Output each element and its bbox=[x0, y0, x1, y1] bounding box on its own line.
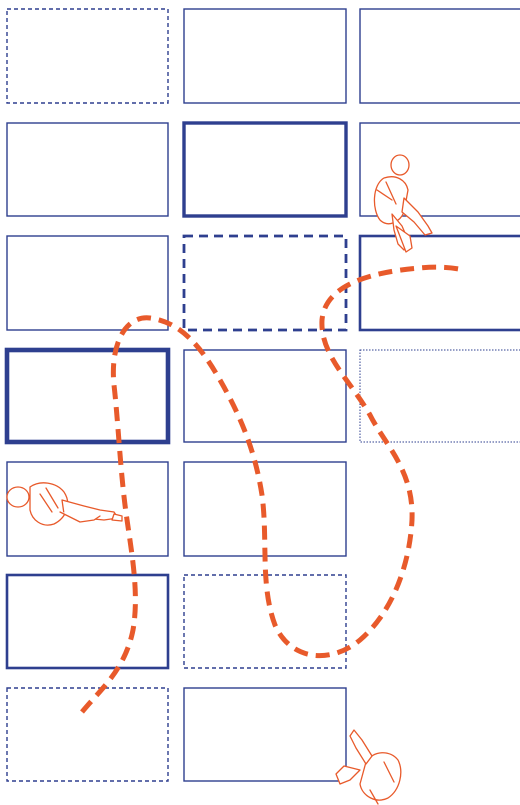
grid-cell-r1-c3 bbox=[360, 9, 520, 103]
grid-cell-r4-c1 bbox=[7, 350, 168, 442]
grid-cell-r6-c1 bbox=[7, 575, 168, 668]
seated-figure bbox=[374, 155, 432, 252]
grid-cell-r7-c2 bbox=[184, 688, 346, 781]
grid-cell-r2-c2 bbox=[184, 123, 346, 216]
grid-cell-r1-c2 bbox=[184, 9, 346, 103]
grid-cell-r2-c1 bbox=[7, 123, 168, 216]
reclining-figure bbox=[7, 483, 122, 525]
grid-cell-r3-c3 bbox=[360, 236, 520, 330]
rectangle-grid bbox=[7, 9, 520, 781]
grid-cell-r1-c1 bbox=[7, 9, 168, 103]
grid-cell-r4-c3 bbox=[360, 350, 520, 442]
dashed-orange-path bbox=[82, 267, 464, 712]
